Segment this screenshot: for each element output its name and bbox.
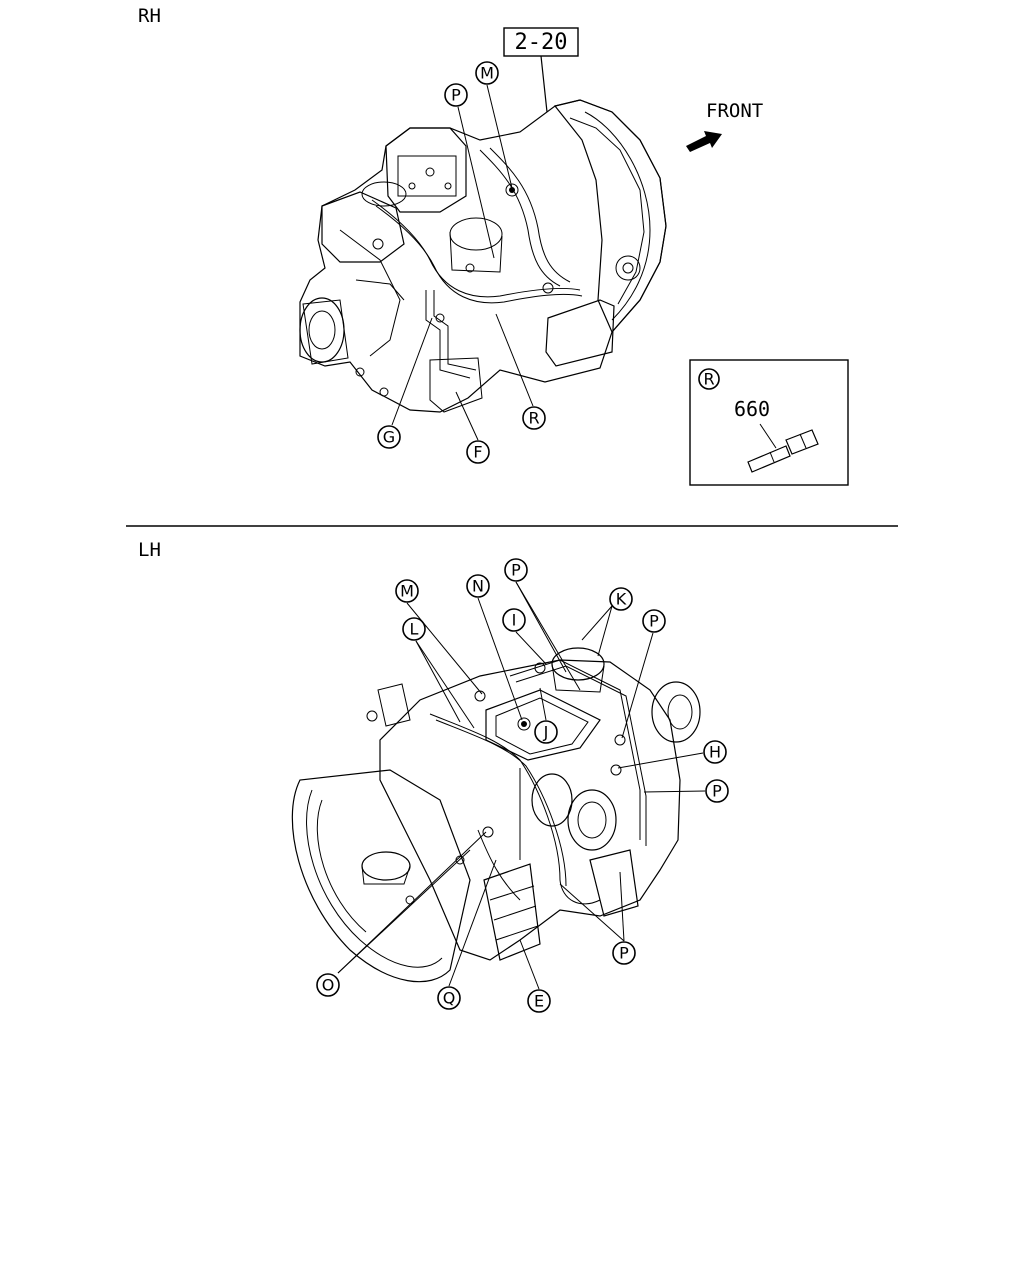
lh-callout-h: H — [703, 740, 727, 764]
front-label: FRONT — [706, 100, 763, 122]
svg-text:P: P — [619, 944, 629, 963]
detail-box: R 660 — [689, 359, 849, 486]
rh-view-label: RH — [138, 5, 161, 27]
rh-leader-lines — [391, 84, 534, 441]
reference-label: 2-20 — [515, 30, 568, 55]
svg-text:L: L — [410, 620, 419, 639]
reference-box: 2-20 — [503, 27, 579, 113]
svg-text:P: P — [511, 561, 521, 580]
svg-text:I: I — [512, 611, 517, 630]
rh-callout-p: P — [444, 83, 468, 107]
svg-text:P: P — [451, 86, 461, 105]
lh-callout-m: M — [395, 579, 419, 603]
rh-callout-g: G — [377, 425, 401, 449]
svg-text:O: O — [322, 976, 335, 995]
lh-callout-j: J — [534, 720, 558, 744]
lh-callout-p-right-top: P — [642, 609, 666, 633]
lh-callout-e: E — [527, 989, 551, 1013]
rh-transmission-drawing — [299, 99, 667, 413]
svg-text:P: P — [712, 782, 722, 801]
svg-text:H: H — [709, 743, 721, 762]
rh-callout-m: M — [475, 61, 499, 85]
svg-text:F: F — [473, 443, 482, 462]
lh-callout-o: O — [316, 973, 340, 997]
lh-callout-p-right: P — [705, 779, 729, 803]
lh-callout-p-bottom: P — [612, 941, 636, 965]
svg-text:R: R — [528, 409, 539, 428]
rh-callout-r: R — [522, 406, 546, 430]
svg-text:M: M — [400, 582, 414, 601]
lh-callout-k: K — [609, 587, 633, 611]
lh-transmission-drawing — [291, 647, 701, 983]
lh-callout-q: Q — [437, 986, 461, 1010]
rh-callout-f: F — [466, 440, 490, 464]
lh-callout-l: L — [402, 617, 426, 641]
svg-text:J: J — [543, 723, 549, 742]
lh-callout-p-top: P — [504, 558, 528, 582]
svg-text:M: M — [480, 64, 494, 83]
svg-text:N: N — [472, 577, 484, 596]
lh-leader-lines — [337, 581, 706, 990]
lh-callout-i: I — [502, 608, 526, 632]
svg-text:G: G — [383, 428, 395, 447]
svg-text:Q: Q — [443, 989, 456, 1008]
front-indicator: FRONT — [686, 100, 763, 152]
detail-part-number: 660 — [734, 397, 770, 421]
connector-part-icon — [747, 429, 819, 473]
lh-callout-n: N — [466, 574, 490, 598]
svg-text:K: K — [616, 590, 627, 609]
svg-text:P: P — [649, 612, 659, 631]
lh-view-label: LH — [138, 539, 161, 561]
front-arrow-icon — [686, 131, 722, 152]
svg-text:E: E — [534, 992, 544, 1011]
detail-callout: R — [703, 370, 714, 389]
